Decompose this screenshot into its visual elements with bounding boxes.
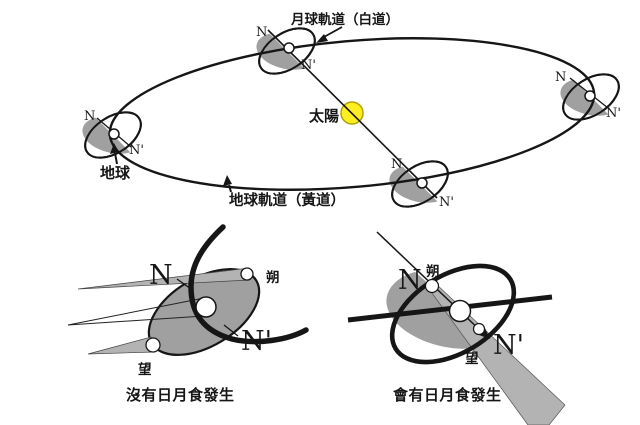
earth-dot-top	[283, 42, 295, 54]
node-nprime-left: N'	[129, 143, 144, 158]
moon-orbit-label: 月球軌道（白道）	[290, 11, 399, 28]
ecliptic-arc	[188, 224, 309, 345]
full-moon-label: 望	[138, 361, 152, 378]
node-nprime-top: N'	[301, 58, 316, 73]
earth-dot-bottom	[416, 177, 428, 189]
earth-arrow	[110, 143, 119, 165]
node-n-left: N	[84, 109, 95, 124]
node-n-top: N	[256, 25, 267, 40]
new-moon-label: 朔	[266, 269, 280, 286]
caption-eclipse-occurs: 會有日月食發生	[393, 386, 502, 404]
node-line	[267, 29, 438, 199]
earth-circle	[195, 296, 217, 318]
full-moon-circle	[145, 337, 161, 353]
full-moon-shadow-cone	[87, 336, 156, 355]
earth-label: 地球	[100, 164, 131, 182]
ecliptic-label: 地球軌道（黃道）	[229, 191, 345, 209]
earth-shadow-cone-outline	[67, 297, 205, 326]
new-moon-label: 朔	[426, 263, 440, 280]
node-tick-n	[176, 278, 192, 290]
node-n-right: N	[555, 70, 566, 85]
node-nprime-right: N'	[606, 106, 621, 121]
no-eclipse-diagram: N N' 朔 望 沒有日月食發生	[67, 224, 309, 404]
earth-dot-left	[108, 128, 120, 140]
sun-label: 太陽	[309, 107, 339, 125]
node-nprime-label: N'	[241, 326, 272, 357]
node-n-label: N	[149, 260, 173, 291]
ecliptic-arrow	[223, 175, 232, 193]
earth-dot-right	[584, 90, 596, 102]
new-moon-circle	[424, 278, 440, 294]
eclipse-occurs-diagram: N N' 朔 望 會有日月食發生	[347, 231, 566, 425]
caption-no-eclipse: 沒有日月食發生	[126, 386, 235, 404]
node-tick-nprime	[223, 324, 239, 337]
node-axis-arrowhead	[479, 328, 490, 339]
earth-circle	[448, 299, 472, 323]
node-nprime-label: N'	[493, 330, 524, 361]
full-moon-circle	[472, 322, 486, 336]
new-moon-circle	[240, 267, 254, 281]
node-n-bottom: N	[391, 157, 402, 172]
node-n-label: N	[398, 265, 422, 296]
orbital-overview-diagram: N N' N N' N N' N N' 月球軌道（白道） 太陽 地球 地球軌道（…	[78, 11, 624, 210]
full-moon-label: 望	[465, 350, 479, 367]
moon-orbit-arrow	[316, 26, 343, 43]
node-nprime-bottom: N'	[439, 195, 454, 210]
